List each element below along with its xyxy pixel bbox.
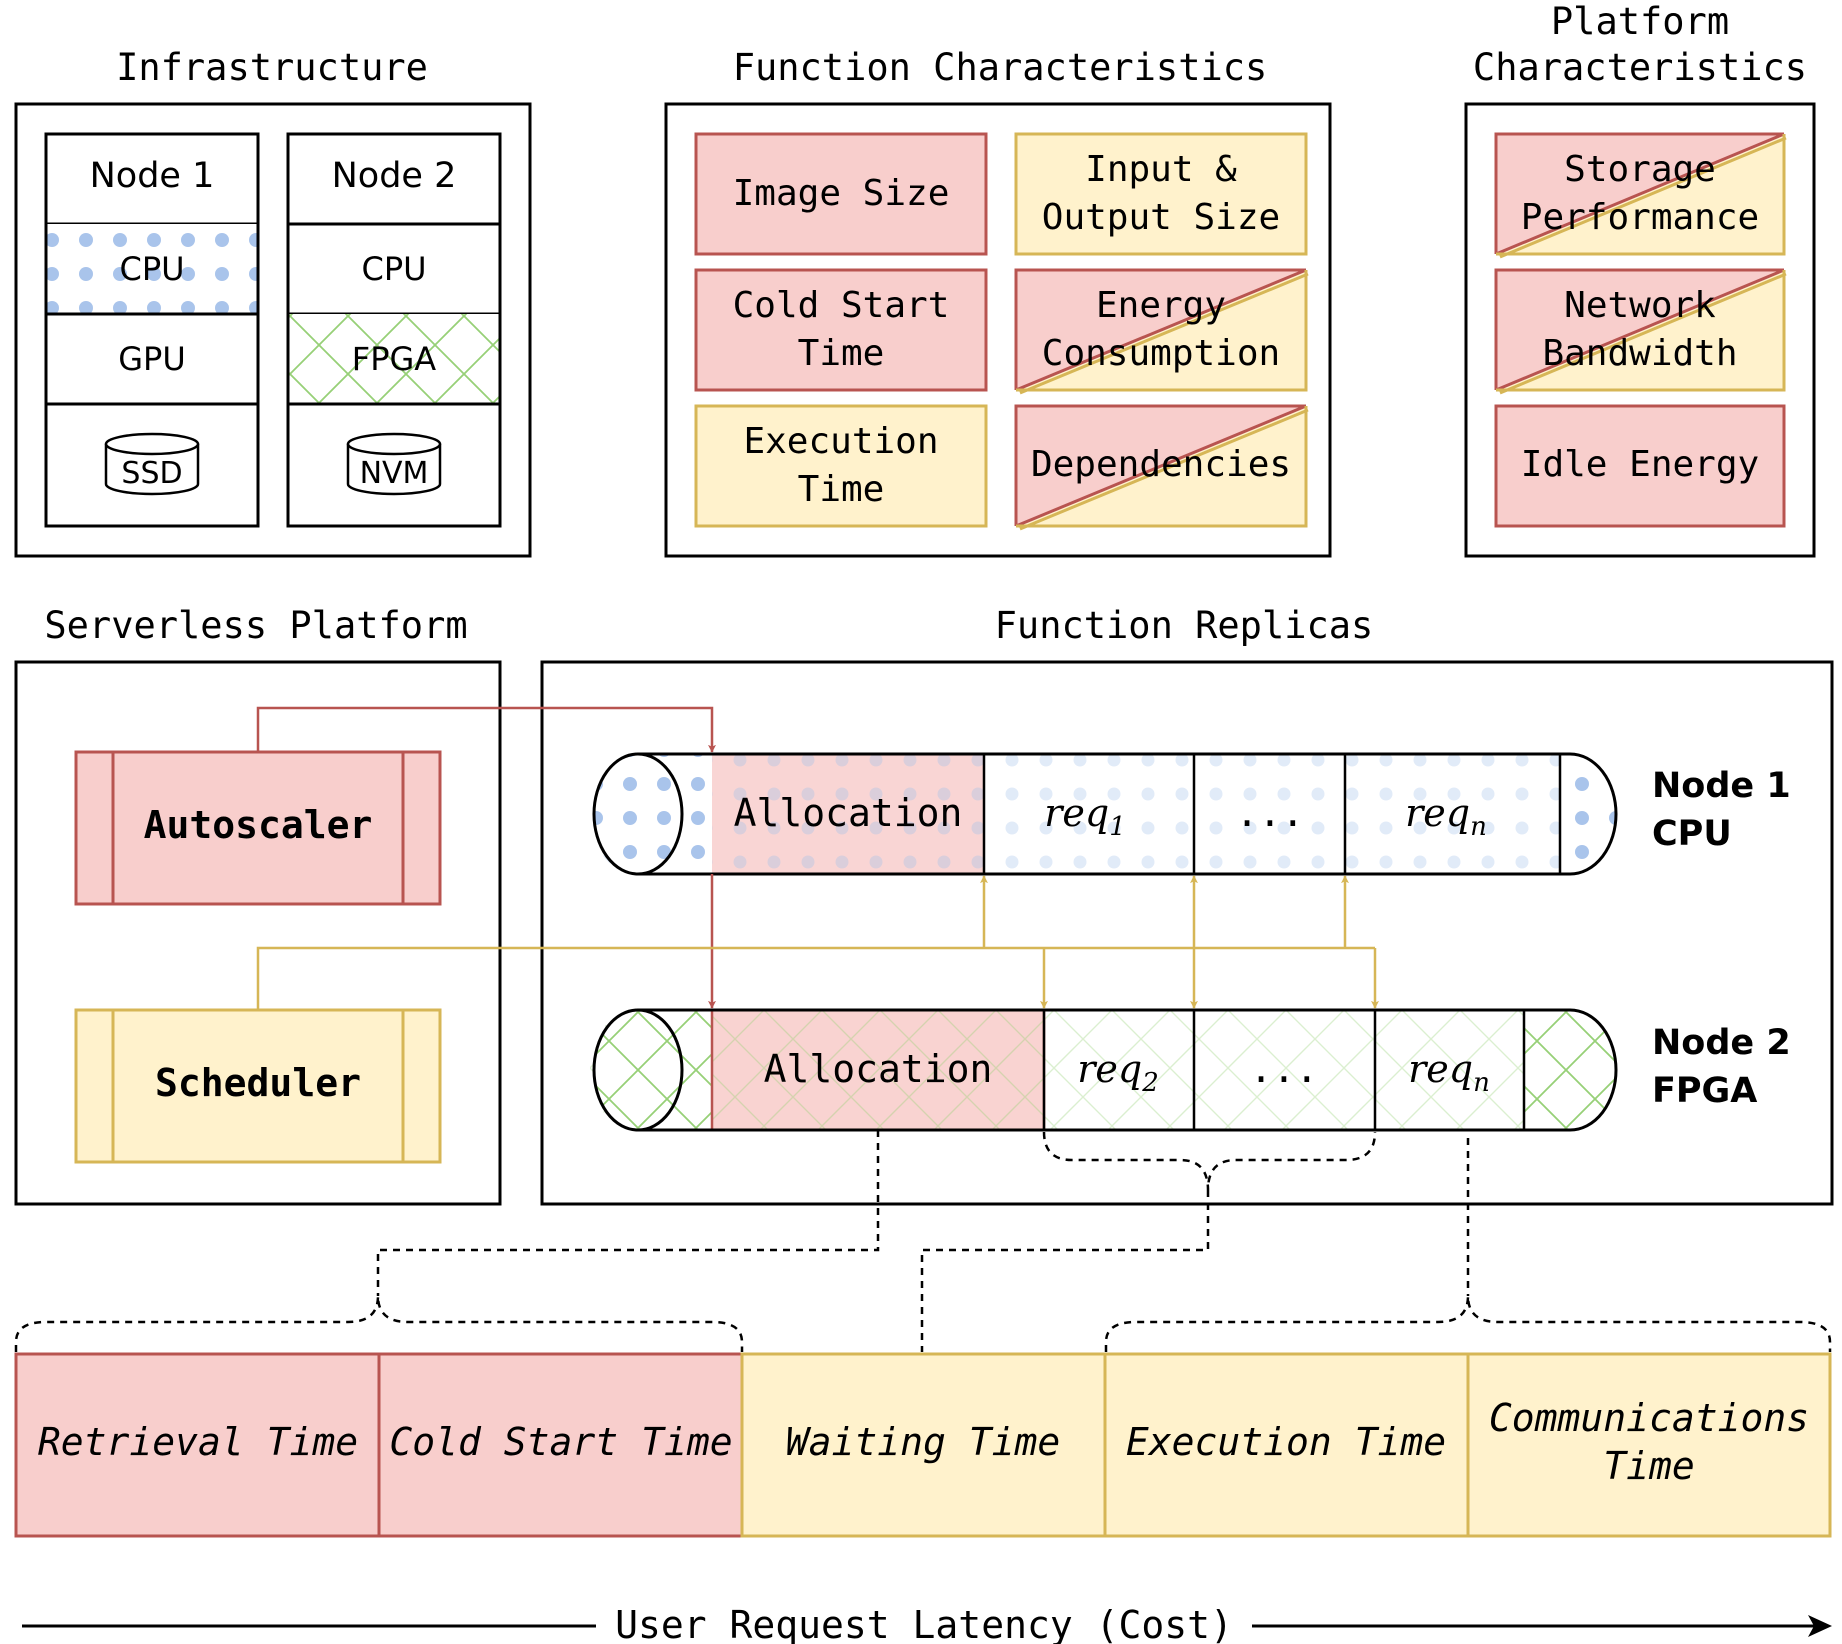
infra-node-2-cpu: CPU [361,250,426,288]
image-size-card: Image Size [694,132,988,256]
node-2-pipe-right-hatch [1524,1010,1616,1130]
energy-consumption-card: Energy Consumption [1014,268,1309,395]
ssd-disk-icon: SSD [104,432,200,496]
autoscaler-process: Autoscaler [74,750,442,906]
svg-text:Bandwidth: Bandwidth [1542,333,1737,374]
function-characteristics-title: Function Characteristics [733,46,1268,89]
node-1-ellipsis: ... [1236,791,1305,835]
fpga-hatch-pattern [288,314,500,404]
infra-node-1-label: Node 1 [90,156,215,196]
dependencies-card: Dependencies [1014,404,1309,531]
infra-node-2-fpga: FPGA [352,340,437,378]
retrieval-time-segment: Retrieval Time [14,1352,381,1538]
infra-node-2-label: Node 2 [332,156,457,196]
node-2-ellipsis: ... [1250,1047,1319,1091]
function-replicas-section: Function Replicas Allocation req1 ... re… [540,604,1834,1206]
scheduler-connectors [256,875,1379,1010]
execution-time-segment: Execution Time [1103,1352,1470,1538]
function-characteristics-section: Function Characteristics Image Size Inpu… [664,46,1332,558]
svg-text:Execution: Execution [743,421,938,462]
infra-node-1: Node 1 CPU GPU SSD [44,132,260,528]
cold-start-time-segment: Cold Start Time [377,1352,744,1538]
node-2-pipe-left-hatch [594,1010,712,1130]
ssd-label: SSD [121,456,182,491]
serverless-platform-title: Serverless Platform [44,604,467,647]
infra-node-1-gpu: GPU [118,340,186,378]
nvm-label: NVM [360,456,429,491]
svg-text:Execution Time: Execution Time [1126,1420,1446,1464]
node-2-req-n: reqn [1408,1047,1490,1098]
svg-text:Image Size: Image Size [733,173,950,214]
svg-text:Dependencies: Dependencies [1031,444,1291,485]
serverless-platform-section: Serverless Platform Autoscaler Scheduler [14,604,502,1206]
svg-text:Waiting Time: Waiting Time [786,1420,1061,1464]
node-1-req-n: reqn [1405,791,1487,842]
infra-node-1-cpu: CPU [119,250,184,288]
execution-time-card: Execution Time [694,404,988,528]
svg-text:Storage: Storage [1564,149,1716,190]
node-1-req-1: req1 [1044,791,1126,842]
infrastructure-section: Infrastructure Node 1 CPU GPU SSD Node 2… [14,46,532,558]
svg-text:Network: Network [1564,285,1716,326]
storage-performance-card: Storage Performance [1494,132,1787,259]
node-1-pipe: Allocation req1 ... reqn [590,752,1618,876]
network-bandwidth-card: Network Bandwidth [1494,268,1787,395]
svg-text:Scheduler: Scheduler [155,1061,361,1105]
latency-bar: Retrieval Time Cold Start Time Waiting T… [14,1352,1832,1538]
platform-characteristics-title-line1: Platform [1551,0,1729,43]
svg-text:Idle Energy: Idle Energy [1521,444,1759,485]
node-1-allocation-label: Allocation [734,791,963,835]
svg-text:Consumption: Consumption [1042,333,1280,374]
waiting-time-segment: Waiting Time [740,1352,1107,1538]
svg-text:Performance: Performance [1521,197,1759,238]
scheduler-process: Scheduler [74,1008,442,1164]
svg-text:Time: Time [798,469,885,510]
node-2-pipe: Allocation req2 ... reqn [590,1008,1618,1132]
svg-text:Communications: Communications [1489,1396,1809,1440]
node-2-req-2: req2 [1077,1047,1159,1098]
svg-text:Cold Start Time: Cold Start Time [389,1420,732,1464]
idle-energy-card: Idle Energy [1494,404,1786,528]
svg-text:Retrieval Time: Retrieval Time [38,1420,358,1464]
autoscaler-connectors [256,706,716,1009]
communications-time-segment: Communications Time [1466,1352,1832,1538]
node-1-pipe-right-dots [1560,754,1616,874]
platform-characteristics-section: Platform Characteristics Storage Perform… [1464,0,1816,558]
node-2-label-fpga: FPGA [1652,1071,1757,1111]
svg-text:Time: Time [798,333,885,374]
node-1-pipe-left-dots [594,754,712,874]
platform-characteristics-title-line2: Characteristics [1473,46,1807,89]
node-2-label: Node 2 [1652,1023,1791,1063]
latency-dashed-links [14,1130,1832,1352]
svg-text:Output Size: Output Size [1042,197,1280,238]
svg-text:Time: Time [1603,1444,1695,1488]
svg-text:Energy: Energy [1096,285,1226,326]
node-1-label: Node 1 [1652,766,1791,806]
node-2-allocation-label: Allocation [764,1047,993,1091]
latency-axis-label: User Request Latency (Cost) [615,1603,1233,1644]
nvm-disk-icon: NVM [346,432,442,496]
latency-axis: User Request Latency (Cost) [22,1603,1832,1644]
function-replicas-title: Function Replicas [995,604,1374,647]
infra-node-2: Node 2 CPU FPGA NVM [286,132,502,528]
svg-text:Input &: Input & [1085,149,1237,190]
svg-text:Autoscaler: Autoscaler [144,803,373,847]
node-1-label-cpu: CPU [1652,814,1732,854]
svg-text:Cold Start: Cold Start [733,285,950,326]
cold-start-card: Cold Start Time [694,268,988,392]
io-size-card: Input & Output Size [1014,132,1308,256]
axis-arrowhead [1808,1615,1832,1637]
infrastructure-title: Infrastructure [116,46,428,89]
cpu-dots-pattern [46,224,258,314]
